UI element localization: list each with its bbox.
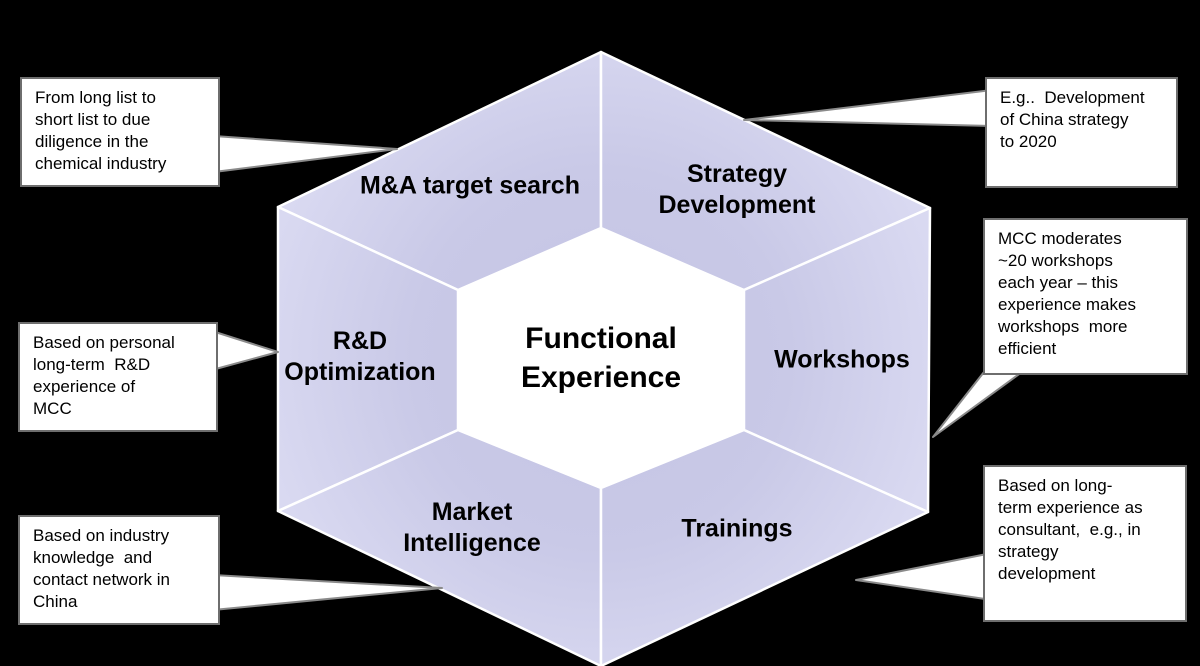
segment-label-market-intelligence: Market Intelligence [403, 498, 541, 557]
center-hexagon [457, 227, 745, 489]
segment-label-workshops: Workshops [774, 345, 910, 374]
callout-market-intelligence: Based on industry knowledge and contact … [18, 515, 220, 625]
center-label-functional-experience: Functional Experience [520, 322, 682, 394]
callout-strategy-development: E.g.. Development of China strategy to 2… [985, 77, 1178, 188]
callout-tail-market-intelligence [212, 574, 443, 611]
segment-label-rd-optimization: R&D Optimization [284, 327, 436, 386]
callout-workshops: MCC moderates ~20 workshops each year – … [983, 218, 1188, 375]
segment-label-strategy-development: Strategy Development [658, 160, 816, 219]
segment-label-trainings: Trainings [681, 514, 793, 543]
callout-tail-trainings [855, 552, 993, 601]
callout-trainings: Based on long- term experience as consul… [983, 465, 1187, 622]
callout-tail-strategy-development [743, 89, 993, 127]
callout-ma-target-search: From long list to short list to due dili… [20, 77, 220, 187]
callout-tail-workshops [932, 371, 1023, 438]
segment-label-ma-target-search: M&A target search [360, 171, 580, 200]
callout-rd-optimization: Based on personal long-term R&D experien… [18, 322, 218, 432]
